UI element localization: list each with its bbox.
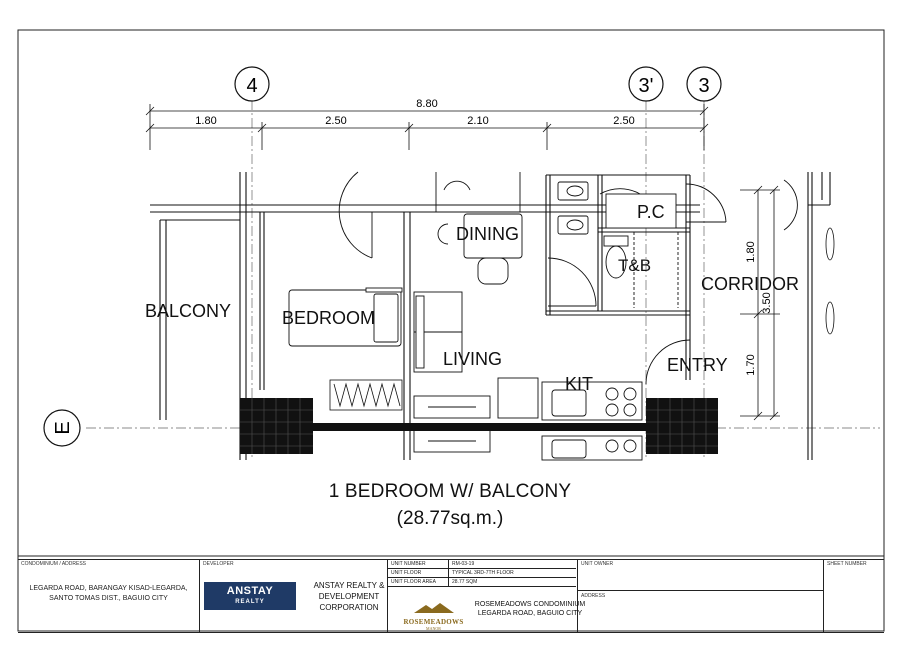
rosemeadows-logo-text: ROSEMEADOWS <box>403 618 464 626</box>
dim-seg-3: 2.10 <box>467 115 488 127</box>
dimension-lines <box>145 104 780 421</box>
unit-area-caption: (28.77sq.m.) <box>396 508 504 529</box>
grid-label-3-prime: 3' <box>639 75 654 97</box>
anstay-logo: ANSTAY REALTY <box>204 582 296 610</box>
kitchen-counter <box>497 377 643 461</box>
wardrobe <box>329 379 403 411</box>
sofa <box>413 291 463 373</box>
rosemeadows-logo: ROSEMEADOWS MANOR <box>396 600 471 631</box>
grid-bubble-e: E <box>43 409 81 447</box>
bed <box>288 287 403 347</box>
condominium-label: CONDOMINIUM / ADDRESS <box>21 561 87 567</box>
room-label-dining: DINING <box>456 224 519 244</box>
project-name: ROSEMEADOWS CONDOMINIUM LEGARDA ROAD, BA… <box>466 600 594 618</box>
mountain-icon <box>413 603 454 613</box>
unit-number-label: UNIT NUMBER <box>391 561 426 567</box>
grid-bubble-3: 3 <box>686 66 722 102</box>
doors <box>338 171 798 385</box>
developer-name: ANSTAY REALTY & DEVELOPMENT CORPORATION <box>300 580 398 613</box>
address-label: ADDRESS <box>581 593 606 599</box>
room-label-balcony: BALCONY <box>145 301 231 321</box>
developer-name-line-3: CORPORATION <box>319 603 379 612</box>
anstay-logo-main: ANSTAY <box>226 585 274 597</box>
dim-seg-2: 2.50 <box>325 115 346 127</box>
condominium-address-line-2: SANTO TOMAS DIST., BAGUIO CITY <box>49 595 168 602</box>
unit-type-title: 1 BEDROOM W/ BALCONY <box>328 481 572 502</box>
unit-number-value: RM-03-19 <box>452 561 475 567</box>
unit-area-value: 28.77 SQM <box>452 579 478 585</box>
right-fixtures <box>825 227 835 335</box>
sheet-number-label: SHEET NUMBER <box>827 561 867 567</box>
title-block: CONDOMINIUM / ADDRESS LEGARDA ROAD, BARA… <box>18 559 884 633</box>
dim-right-overall: 3.50 <box>761 292 773 313</box>
rosemeadows-logo-sub: MANOR <box>426 626 441 631</box>
unit-floor-value: TYPICAL 3RD-7TH FLOOR <box>452 570 514 576</box>
anstay-logo-sub: REALTY <box>235 599 265 605</box>
unit-info-cell: UNIT NUMBER RM-03-19 UNIT FLOOR TYPICAL … <box>388 560 578 632</box>
room-label-entry: ENTRY <box>667 355 728 375</box>
room-label-living: LIVING <box>443 349 502 369</box>
grid-label-3: 3 <box>698 75 709 97</box>
drawing-frame <box>17 29 885 632</box>
sheet-number-cell: SHEET NUMBER <box>824 560 884 632</box>
project-name-line-2: LEGARDA ROAD, BAGUIO CITY <box>477 610 583 617</box>
grid-label-e: E <box>52 421 74 434</box>
project-name-line-1: ROSEMEADOWS CONDOMINIUM <box>474 601 586 608</box>
developer-name-line-1: ANSTAY REALTY & <box>313 581 385 590</box>
room-label-pc: P.C <box>637 202 665 222</box>
unit-floor-label: UNIT FLOOR <box>391 570 422 576</box>
dining-table <box>437 180 523 285</box>
condominium-cell: CONDOMINIUM / ADDRESS LEGARDA ROAD, BARA… <box>18 560 200 632</box>
unit-owner-label: UNIT OWNER <box>581 561 614 567</box>
grid-bubble-4: 4 <box>234 66 270 102</box>
developer-name-line-2: DEVELOPMENT <box>318 592 380 601</box>
toilet-and-bath <box>557 181 679 308</box>
room-label-tb: T&B <box>618 256 651 275</box>
room-label-bedroom: BEDROOM <box>282 308 375 328</box>
unit-area-label: UNIT FLOOR AREA <box>391 579 436 585</box>
dim-seg-4: 2.50 <box>613 115 634 127</box>
unit-owner-cell: UNIT OWNER ADDRESS <box>578 560 824 632</box>
dim-seg-1: 1.80 <box>195 115 216 127</box>
grid-bubble-3-prime: 3' <box>628 66 664 102</box>
grid-label-4: 4 <box>246 75 257 97</box>
room-label-corridor: CORRIDOR <box>701 274 799 294</box>
dim-right-seg-1: 1.80 <box>745 241 757 262</box>
dim-right-seg-2: 1.70 <box>745 354 757 375</box>
developer-cell: DEVELOPER <box>200 560 388 632</box>
structural-columns <box>240 398 718 454</box>
room-label-kit: KIT <box>565 374 593 394</box>
developer-label: DEVELOPER <box>203 561 234 567</box>
condominium-address-line-1: LEGARDA ROAD, BARANGAY KISAD-LEGARDA, <box>29 585 188 592</box>
dim-overall: 8.80 <box>416 98 437 110</box>
